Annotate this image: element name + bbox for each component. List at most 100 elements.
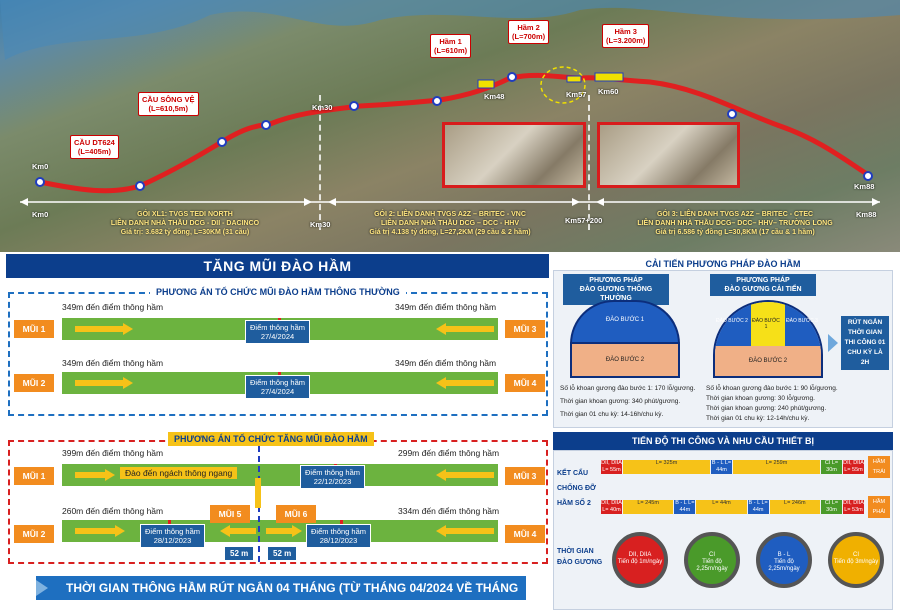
methods-title: CẢI TIẾN PHƯƠNG PHÁP ĐÀO HẦM — [645, 259, 801, 269]
site-photo — [597, 122, 740, 188]
arrow-left-icon — [436, 469, 494, 481]
callout-cau-dt624: CẦU DT624(L=405m) — [70, 135, 119, 159]
new-step-right-label: ĐÀO BƯỚC 3 — [786, 318, 818, 324]
new-step1-center — [751, 302, 785, 346]
banner-arrow-icon — [36, 580, 48, 596]
distance-label: 349m đến điểm thông hầm — [62, 358, 164, 368]
cross-passage-shaft — [255, 478, 261, 508]
package-3: GÓI 3: LIÊN DANH TVGS A2Z – BRITEC - CTE… — [637, 211, 833, 236]
new-step3-right — [785, 302, 821, 346]
left-tunnel-tag: HẦM TRÁI — [868, 456, 890, 478]
rate-circle-value: Tiến độ 2,25m/ngày — [768, 559, 800, 572]
mui-4-label: MŨI 4 — [505, 374, 545, 392]
support-segment: L= 44m — [696, 500, 747, 514]
mui-1-label: MŨI 1 — [14, 467, 54, 485]
conventional-plan-title: PHƯƠNG ÁN TỔ CHỨC MŨI ĐÀO HẦM THÔNG THƯỜ… — [150, 285, 406, 299]
km-marker: Km30 — [312, 103, 333, 112]
new-method-bullet: Thời gian khoan gương: 240 phút/gương. — [706, 405, 827, 412]
km-marker: Km88 — [856, 210, 877, 219]
arrow-right-icon — [75, 323, 133, 335]
distance-badge: 52 m — [268, 547, 297, 560]
km-marker: Km88 — [854, 182, 875, 191]
rate-circle-value: Tiến độ 3m/ngày — [833, 559, 879, 565]
mui-6-label: MŨI 6 — [276, 505, 316, 523]
distance-label: 349m đến điểm thông hầm — [62, 302, 164, 312]
arrow-left-icon — [220, 525, 256, 537]
increased-plan-box — [8, 440, 548, 564]
package-2: GÓI 2: LIÊN DANH TVGS A2Z – BRITEC - VNC… — [369, 211, 531, 236]
arrow-left-icon — [436, 323, 494, 335]
mui-5-label: MŨI 5 — [210, 505, 250, 523]
distance-label: 260m đến điểm thông hầm — [62, 506, 164, 516]
km-marker: Km0 — [32, 210, 49, 219]
new-method-bullet: Thời gian khoan gương: 30 lỗ/gương. — [706, 395, 815, 402]
support-segment: CI L= 30m — [821, 500, 842, 514]
support-segment: L= 245m — [623, 500, 674, 514]
progress-panel — [553, 450, 893, 610]
km-marker: Km57+200 — [565, 216, 603, 225]
support-segment: DII, DIIA L= 55m — [601, 460, 622, 474]
km-marker: Km57 — [566, 90, 587, 99]
old-method-bullet: Thời gian 01 chu kỳ: 14-16h/chu kỳ. — [560, 411, 664, 418]
km-marker: Km48 — [484, 92, 505, 101]
old-step2-label: ĐÀO BƯỚC 2 — [605, 357, 645, 363]
support-segment: B - L L= 44m — [711, 460, 732, 474]
site-photo — [442, 122, 586, 188]
support-segment: CI L= 30m — [821, 460, 842, 474]
rate-circle-value: Tiến độ 1m/ngày — [617, 559, 663, 565]
support-segment: DII, DIIA L= 55m — [843, 460, 864, 474]
tunnel-note: Đào đến ngách thông ngang — [120, 467, 238, 479]
distance-label: 349m đến điểm thông hầm — [395, 358, 497, 368]
result-arrow-icon — [828, 334, 838, 352]
distance-label: 399m đến điểm thông hầm — [62, 448, 164, 458]
km-marker: Km30 — [310, 220, 331, 229]
arrow-right-icon — [75, 469, 115, 481]
mui-1-label: MŨI 1 — [14, 320, 54, 338]
support-segment: L= 246m — [769, 500, 820, 514]
new-step-center-label: ĐÀO BƯỚC 1 — [752, 318, 780, 330]
support-segment: DII, DIIA L= 53m — [843, 500, 864, 514]
arrow-left-icon — [436, 525, 494, 537]
km-marker: Km60 — [598, 87, 619, 96]
arrow-right-icon — [75, 377, 133, 389]
main-title: TĂNG MŨI ĐÀO HẦM — [6, 254, 549, 278]
rate-circle-name: CI — [853, 552, 859, 558]
summary-banner: THỜI GIAN THÔNG HẦM RÚT NGẮN 04 THÁNG (T… — [36, 576, 526, 612]
new-step2-left — [715, 302, 751, 346]
callout-cau-song-ve: CẦU SÔNG VỆ(L=610,5m) — [138, 92, 199, 116]
support-segment: L= 325m — [623, 460, 710, 474]
rate-circle-name: B - L — [777, 552, 791, 558]
callout-ham-2: Hầm 2(L=700m) — [508, 20, 550, 44]
support-segment: B - L L= 44m — [747, 500, 769, 514]
mui-2-label: MŨI 2 — [14, 374, 54, 392]
callout-ham-3: Hầm 3(L=3.200m) — [602, 24, 650, 48]
mui-3-label: MŨI 3 — [505, 467, 545, 485]
rate-circle-name: DII, DIIA — [628, 552, 652, 558]
callout-ham-1: Hầm 1(L=610m) — [430, 34, 472, 58]
mui-2-label: MŨI 2 — [14, 525, 54, 543]
arrow-right-icon — [266, 525, 302, 537]
arrow-right-icon — [75, 525, 125, 537]
package-divider — [319, 95, 321, 230]
new-method-bullet: Thời gian 01 chu kỳ: 12-14h/chu kỳ. — [706, 415, 810, 422]
arrow-left-icon — [436, 377, 494, 389]
route-line — [0, 0, 900, 206]
distance-badge: 52 m — [225, 547, 254, 560]
new-step-bottom — [715, 346, 821, 376]
result-box: RÚT NGẮN THỜI GIAN THI CÔNG 01 CHU KỲ LÀ… — [841, 316, 889, 370]
rate-circle-value: Tiến độ 2,25m/ngày — [696, 559, 728, 572]
old-step1-label: ĐÀO BƯỚC 1 — [605, 317, 645, 323]
package-divider — [588, 95, 590, 230]
rate-circle-name: CI — [709, 552, 715, 558]
